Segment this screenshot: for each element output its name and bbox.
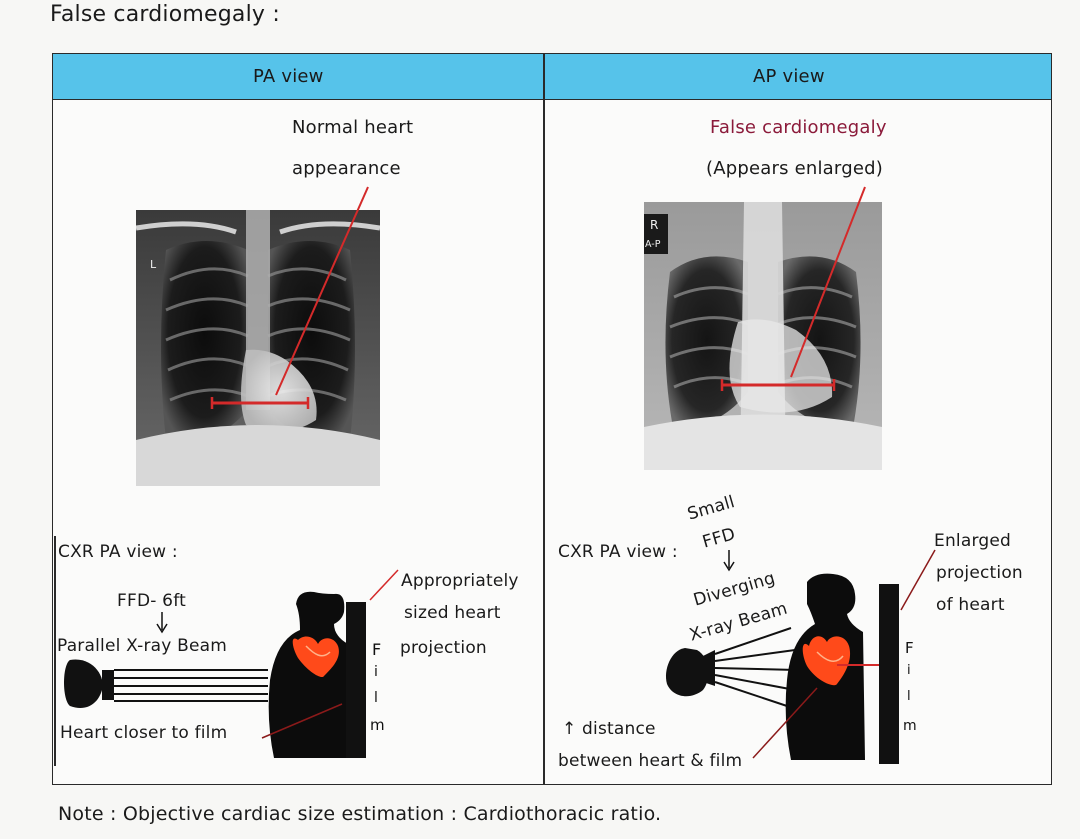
ap-xray-marker-ap: A-P — [645, 239, 661, 250]
pa-heart-closer-label: Heart closer to film — [60, 723, 228, 743]
ap-projection-label-line2: projection — [936, 563, 1023, 583]
pa-film-letter-m: m — [370, 716, 385, 734]
pa-caption-line2: appearance — [292, 158, 401, 179]
ap-caption-line2: (Appears enlarged) — [706, 158, 883, 179]
ap-distance-label-line1: ↑ distance — [562, 719, 656, 739]
ap-film-letter-m: m — [903, 718, 917, 734]
ap-caption-pointer — [790, 186, 866, 378]
page-title: False cardiomegaly : — [50, 2, 280, 27]
pa-beam-label: Parallel X-ray Beam — [57, 636, 228, 656]
ap-beam-diagram: F i l m — [665, 549, 936, 764]
ap-xray-marker-r: R — [650, 218, 658, 232]
pa-film — [346, 602, 366, 758]
pa-film-letter-i: i — [374, 664, 378, 680]
pa-projection-label-line2: sized heart — [404, 603, 501, 623]
pa-film-letter-l: l — [374, 690, 378, 706]
pa-chest-xray-image: L — [136, 210, 380, 486]
pa-torso-silhouette — [268, 591, 350, 758]
ap-caption-line1: False cardiomegaly — [710, 117, 887, 138]
ap-projection-label-line1: Enlarged — [934, 531, 1011, 551]
pa-caption-pointer — [275, 186, 369, 396]
ap-film-letter-l: l — [907, 689, 911, 704]
ap-projection-label-line3: of heart — [936, 595, 1005, 615]
ap-distance-label-line2: between heart & film — [558, 751, 743, 771]
ap-film — [879, 584, 899, 764]
pa-beam-diagram: F i l m — [54, 536, 399, 766]
pa-xray-marker: L — [150, 258, 157, 271]
ap-film-letter-f: F — [905, 639, 914, 657]
pa-ffd-label: FFD- 6ft — [117, 591, 186, 611]
column-divider — [543, 54, 545, 784]
ap-diagram-title: CXR PA view : — [558, 542, 678, 562]
ap-chest-xray-image: R A-P — [644, 202, 882, 470]
pa-heart-icon — [292, 636, 339, 678]
pa-diagram-title: CXR PA view : — [58, 542, 178, 562]
pa-caption-line1: Normal heart — [292, 117, 414, 138]
pa-projection-label-line3: projection — [400, 638, 487, 658]
pa-view-header: PA view — [253, 66, 324, 87]
table-header — [53, 54, 1051, 100]
pa-film-letter-f: F — [372, 640, 381, 659]
pa-projection-label-line1: Appropriately — [401, 571, 519, 591]
footer-note: Note : Objective cardiac size estimation… — [58, 803, 662, 825]
ap-heart-icon — [802, 636, 851, 686]
ap-film-letter-i: i — [907, 663, 911, 678]
ap-view-header: AP view — [753, 66, 825, 87]
